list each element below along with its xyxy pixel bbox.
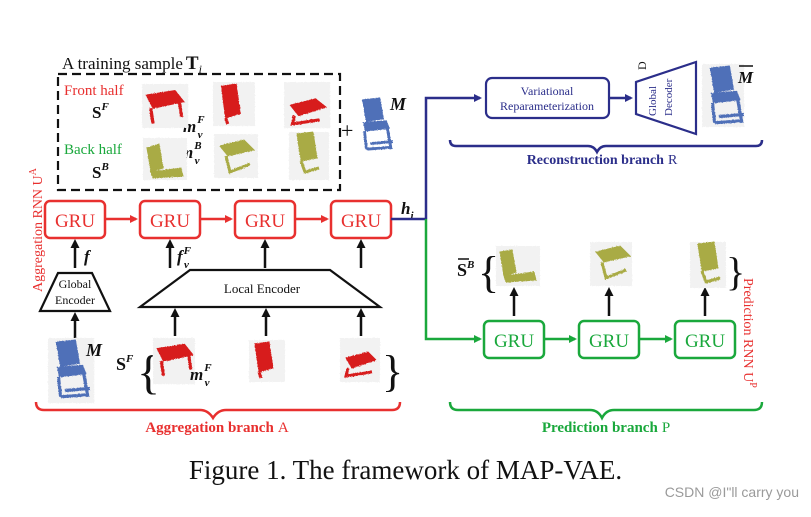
front-half-label: Front half <box>64 83 124 99</box>
aggregation-gru-3: GRU <box>233 199 297 240</box>
svg-text:GRU: GRU <box>341 211 381 232</box>
svg-text:Global: Global <box>647 86 659 116</box>
global-feature-symbol: f <box>84 247 92 266</box>
whole-chair-thumbnail <box>361 96 395 151</box>
front-part-thumbnail <box>213 82 255 127</box>
front-part-thumbnail-2 <box>284 82 331 129</box>
front-set-symbol: SF <box>92 101 109 122</box>
svg-text:GRU: GRU <box>494 331 534 352</box>
prediction-gru-1: GRU <box>482 319 546 360</box>
svg-text:GRU: GRU <box>150 211 190 232</box>
svg-text:GRU: GRU <box>245 211 285 232</box>
reconstructed-chair-thumbnail <box>702 64 746 127</box>
prediction-branch-bracket <box>448 401 764 421</box>
global-decoder-block: Global Decoder <box>634 60 698 136</box>
aggregation-gru-4: GRU <box>329 199 393 240</box>
predicted-part-thumbnail-1 <box>496 246 540 286</box>
input-chair-thumbnail <box>48 338 95 404</box>
input-part-thumbnail-3 <box>340 338 380 382</box>
back-set-symbol: SB <box>92 161 109 182</box>
aggregation-gru-2: GRU <box>138 199 202 240</box>
svg-text:GRU: GRU <box>685 331 725 352</box>
prediction-rnn-label: Prediction RNN UP <box>740 278 758 388</box>
prediction-gru-2: GRU <box>577 319 641 360</box>
input-set-close-brace: } <box>382 347 403 396</box>
predicted-set-open-brace: { <box>478 248 499 297</box>
predicted-set-close-brace: } <box>726 249 745 294</box>
decoder-symbol: D <box>635 61 649 70</box>
shape-symbol-m: M <box>389 94 407 114</box>
reconstruction-branch-bracket <box>448 139 764 155</box>
hidden-state-symbol: hi <box>401 199 414 222</box>
back-half-label: Back half <box>64 142 122 158</box>
input-set-symbol: SF <box>116 353 134 374</box>
input-part-thumbnail-2 <box>249 340 285 382</box>
prediction-branch-path <box>424 219 482 343</box>
reconstructed-shape-symbol: M <box>737 68 754 87</box>
variational-reparameterization-block: Variational Reparameterization <box>484 76 611 120</box>
reconstruction-branch-path <box>424 94 482 219</box>
plus-sign: + <box>341 118 353 143</box>
svg-text:Variational: Variational <box>521 84 574 98</box>
svg-text:Local Encoder: Local Encoder <box>224 281 301 296</box>
back-part-thumbnail-2 <box>289 130 329 180</box>
local-encoder-block: Local Encoder <box>136 268 384 309</box>
svg-text:GRU: GRU <box>589 331 629 352</box>
front-half-chair-thumbnail <box>142 84 189 128</box>
svg-text:Encoder: Encoder <box>55 293 95 307</box>
input-part-thumbnail-1 <box>153 338 195 385</box>
aggregation-rnn-label: Aggregation RNN UA <box>28 167 46 292</box>
prediction-gru-3: GRU <box>673 319 737 360</box>
input-shape-symbol: M <box>85 340 103 360</box>
svg-text:GRU: GRU <box>55 211 95 232</box>
figure-caption: Figure 1. The framework of MAP-VAE. <box>188 455 623 485</box>
csdn-watermark: CSDN @I"ll carry you <box>664 484 799 500</box>
svg-text:Global: Global <box>59 277 92 291</box>
global-encoder-block: Global Encoder <box>38 271 112 313</box>
aggregation-branch-bracket <box>34 401 402 421</box>
svg-text:Reparameterization: Reparameterization <box>500 99 594 113</box>
training-sample-box <box>56 72 342 192</box>
predicted-part-thumbnail-2 <box>590 242 632 286</box>
svg-text:Decoder: Decoder <box>663 78 675 116</box>
back-part-thumbnail <box>214 134 258 178</box>
predicted-part-thumbnail-3 <box>690 240 726 288</box>
predicted-set-symbol: SB <box>457 259 474 280</box>
back-half-chair-thumbnail <box>143 138 187 180</box>
aggregation-gru-1: GRU <box>43 199 107 240</box>
